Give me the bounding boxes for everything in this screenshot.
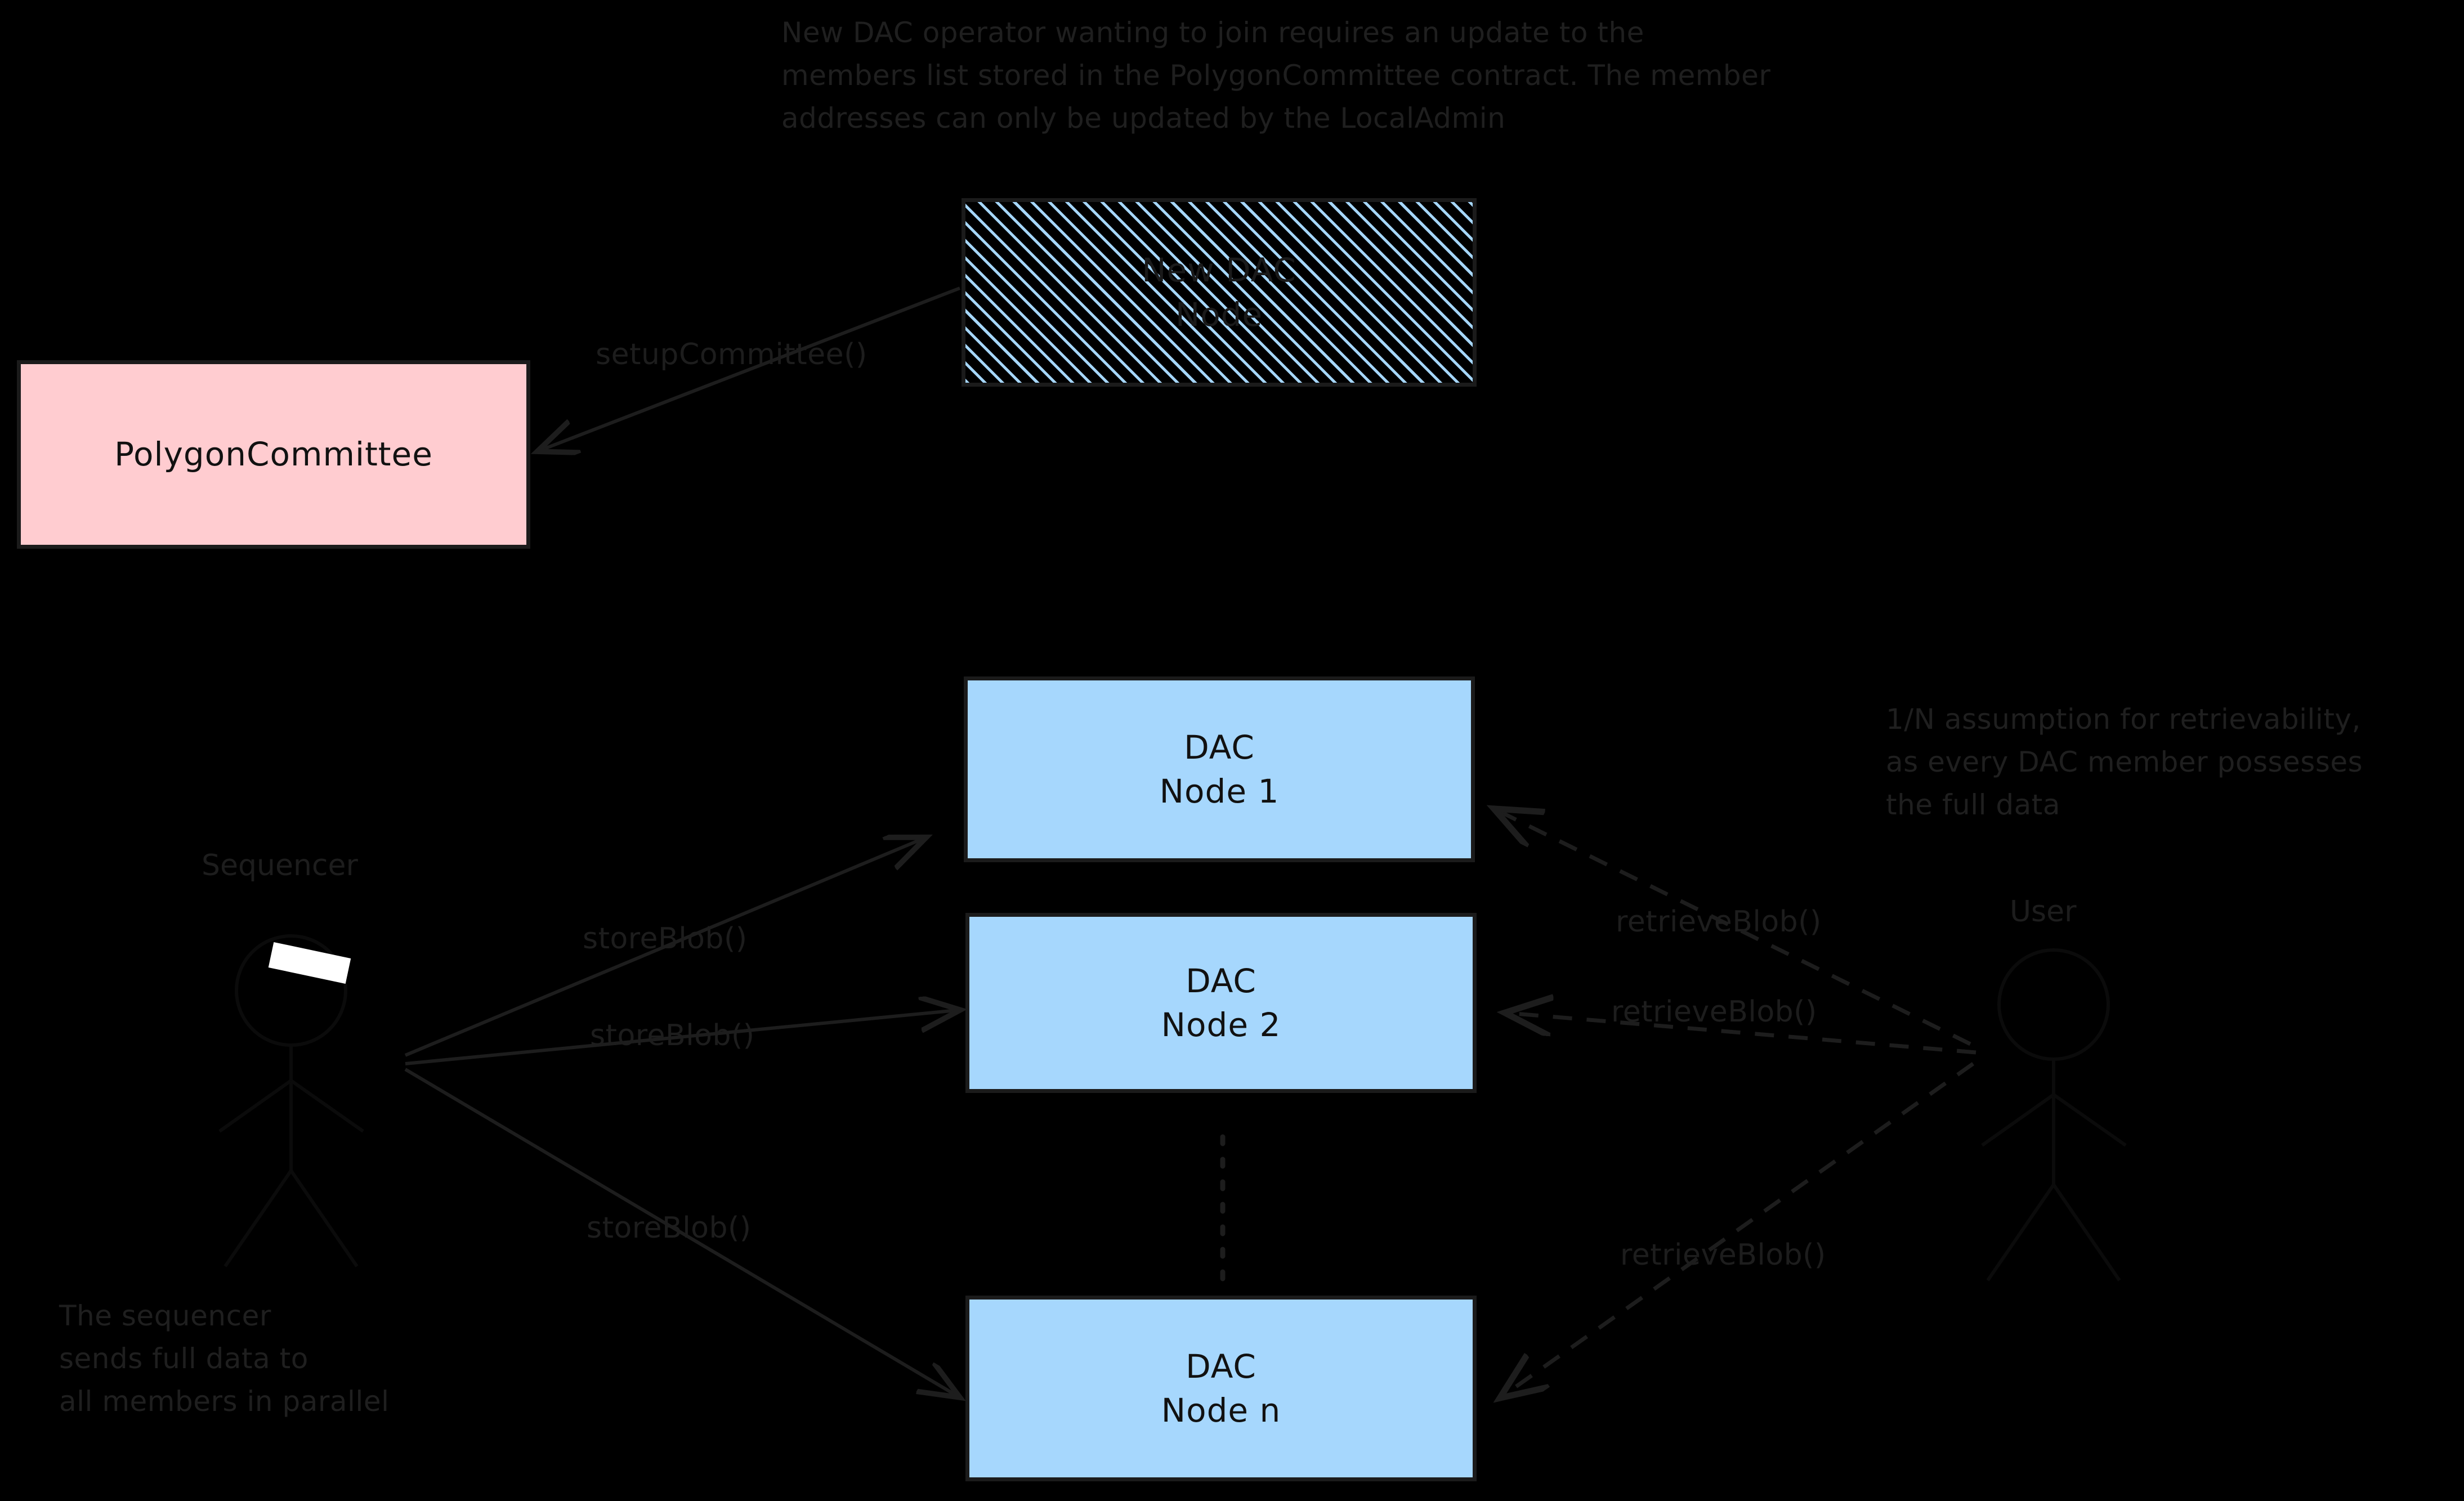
dac-node-1-box[interactable]: DAC Node 1	[964, 676, 1475, 862]
dac-node-1-label-line1: DAC	[1184, 728, 1255, 767]
new-dac-node-label-line2: Node	[1175, 295, 1263, 334]
bottom-left-note: The sequencer sends full data to all mem…	[59, 1300, 390, 1418]
retrieve-blob-2-label: retrieveBlob()	[1611, 995, 1817, 1029]
retrieve-blob-1-label: retrieveBlob()	[1616, 905, 1822, 939]
store-blob-2-label: storeBlob()	[590, 1019, 755, 1052]
dac-node-n-box[interactable]: DAC Node n	[965, 1296, 1477, 1481]
edge-retrieve-blob-2	[1509, 1013, 1976, 1055]
edge-store-blob-n	[404, 1068, 957, 1396]
dac-node-1-label-line2: Node 1	[1159, 772, 1280, 810]
dac-node-n-label-line1: DAC	[1186, 1347, 1256, 1386]
new-dac-node-box[interactable]: New DAC Node	[962, 198, 1477, 387]
edge-store-blob-1	[404, 839, 923, 1057]
edge-retrieve-blob-n	[1503, 1062, 1975, 1396]
dac-node-2-box[interactable]: DAC Node 2	[965, 913, 1477, 1093]
store-blob-1-label: storeBlob()	[583, 922, 748, 956]
setup-committee-label: setupCommittee()	[596, 338, 867, 371]
top-note: New DAC operator wanting to join require…	[781, 16, 1771, 135]
polygon-committee-box[interactable]: PolygonCommittee	[17, 360, 530, 549]
retrieve-blob-n-label: retrieveBlob()	[1620, 1238, 1826, 1272]
store-blob-n-label: storeBlob()	[587, 1211, 752, 1245]
sequencer-label: Sequencer	[202, 849, 358, 882]
dac-node-2-label-line2: Node 2	[1161, 1006, 1281, 1044]
dac-node-2-label-line1: DAC	[1186, 961, 1256, 1000]
user-figure	[1981, 948, 2127, 1282]
new-dac-node-label-line1: New DAC	[1142, 251, 1296, 290]
edge-retrieve-blob-1	[1497, 810, 1971, 1046]
dac-node-n-label-line2: Node n	[1161, 1391, 1281, 1430]
right-note: 1/N assumption for retrievability, as ev…	[1886, 703, 2363, 821]
polygon-committee-label: PolygonCommittee	[114, 435, 433, 474]
user-label: User	[2010, 895, 2077, 929]
edge-setup-committee	[540, 286, 961, 450]
sequencer-figure	[218, 934, 364, 1267]
edge-store-blob-2	[405, 1010, 957, 1065]
